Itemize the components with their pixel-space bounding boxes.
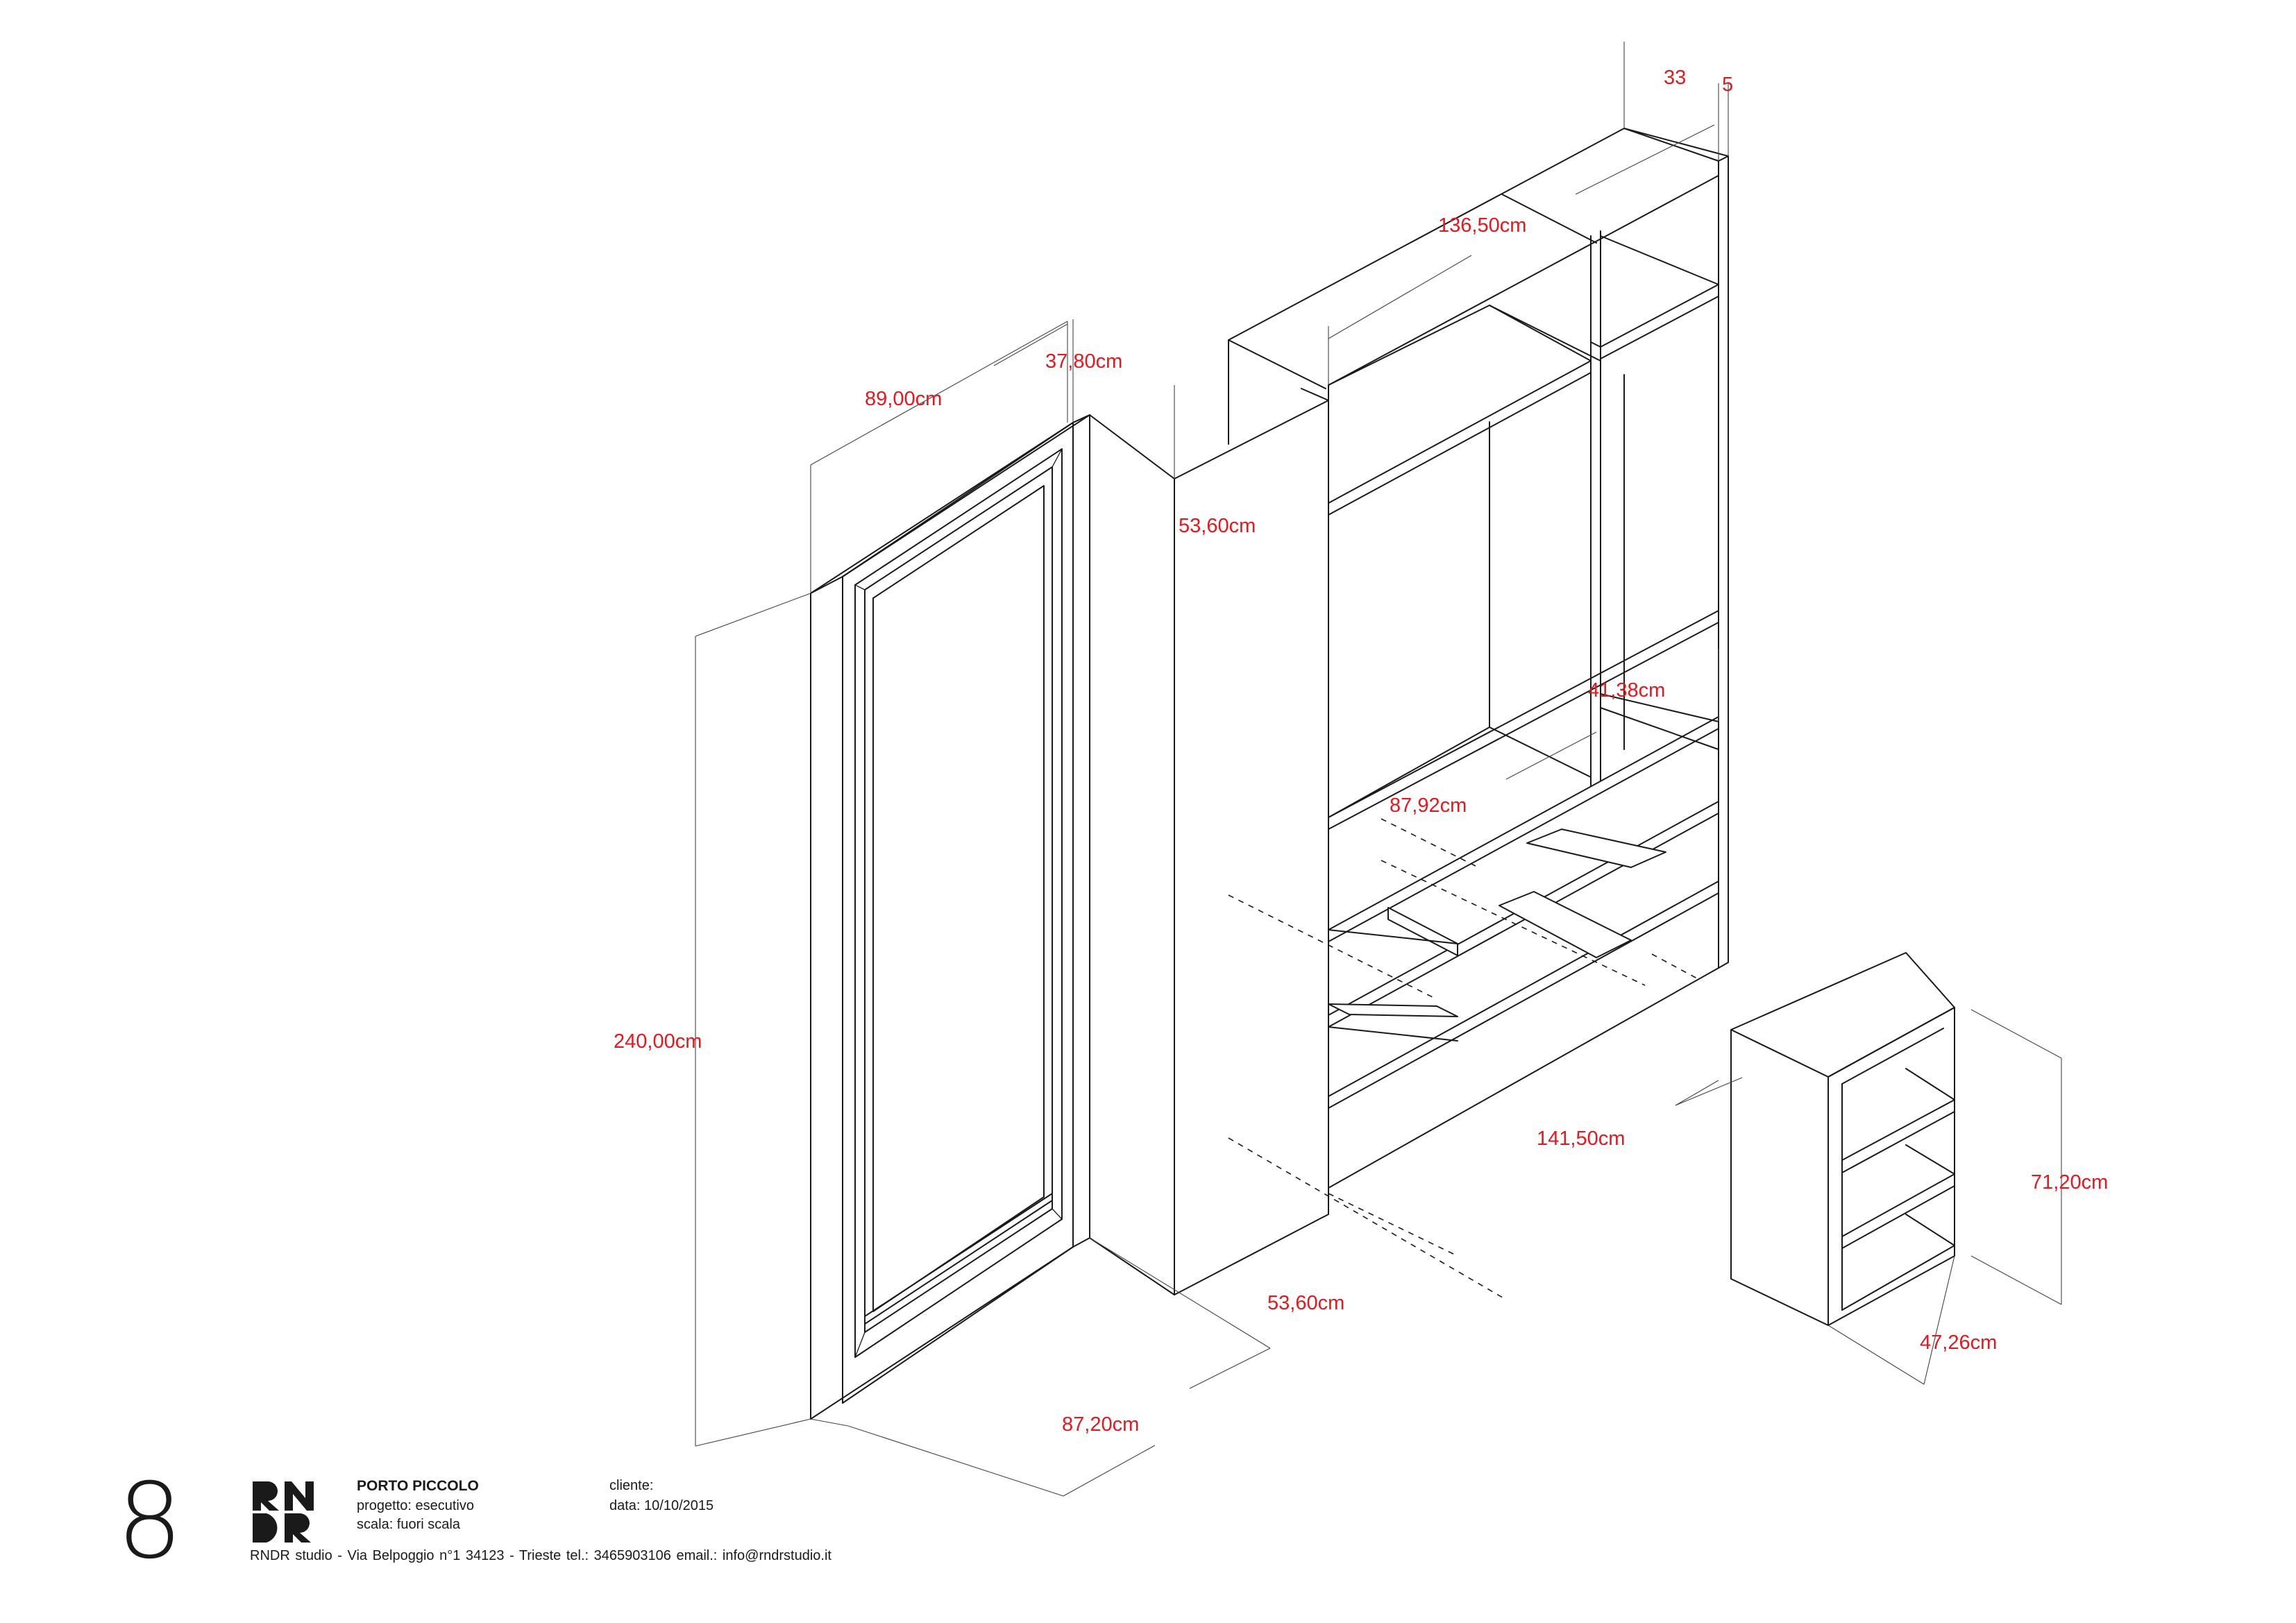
dim-side-cabinet-height: 71,20cm (2031, 1171, 2108, 1193)
dim-column-width-bottom: 53,60cm (1267, 1292, 1344, 1314)
dimension-labels: 33 5 136,50cm 37,80cm 89,00cm 53,60cm 41… (614, 67, 2108, 1436)
client-label: cliente: (609, 1478, 654, 1493)
dim-compartment-height: 41,38cm (1588, 679, 1665, 702)
dimension-lines (695, 42, 2062, 1497)
side-cabinet (1730, 952, 1955, 1326)
page-number: 8 (117, 1461, 183, 1582)
rndr-logo (253, 1481, 314, 1543)
drawing-scale: scala: fuori scala (357, 1517, 460, 1532)
studio-contact-footer: RNDR studio - Via Belpoggio n°1 34123 - … (250, 1548, 832, 1563)
dim-base-width: 141,50cm (1537, 1128, 1625, 1150)
dim-overall-height: 240,00cm (614, 1030, 702, 1053)
dim-shelf-width: 87,92cm (1390, 794, 1467, 817)
dim-door-panel-depth: 37,80cm (1045, 350, 1122, 373)
dim-side-cabinet-width: 47,26cm (1920, 1332, 1997, 1354)
project-name: PORTO PICCOLO (357, 1478, 479, 1494)
dim-bottom-depth: 87,20cm (1062, 1413, 1139, 1436)
dim-top-width: 136,50cm (1438, 214, 1526, 237)
dim-top-depth: 33 (1664, 67, 1686, 89)
door-frame (810, 414, 1090, 1420)
project-phase: progetto: esecutivo (357, 1498, 474, 1513)
dim-column-width-top: 53,60cm (1179, 515, 1256, 537)
dim-top-thickness: 5 (1722, 74, 1733, 96)
return-panel (1072, 414, 1175, 1295)
drawing-date: data: 10/10/2015 (609, 1498, 714, 1513)
dim-door-width: 89,00cm (865, 388, 942, 410)
main-shelving-unit (1228, 128, 1729, 1298)
